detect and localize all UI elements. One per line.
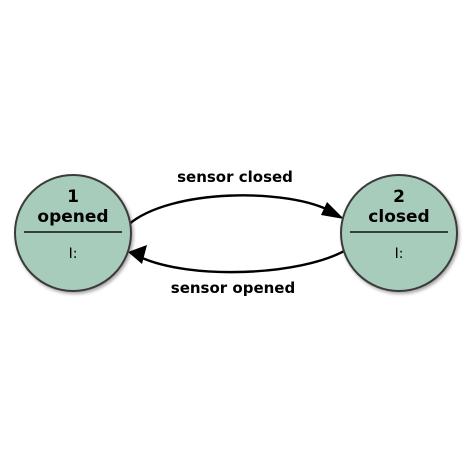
edge-label-sensor-closed: sensor closed	[177, 168, 293, 186]
state-number: 1	[67, 187, 79, 207]
edge-closed-to-opened	[139, 248, 347, 274]
state-action: I:	[395, 246, 404, 262]
state-number: 2	[393, 187, 405, 207]
state-name: closed	[368, 207, 429, 227]
arrowhead-to-opened	[128, 245, 147, 264]
state-name: opened	[37, 207, 108, 227]
state-node-opened: 1 opened I:	[14, 174, 132, 292]
state-circle-closed	[340, 174, 458, 292]
edge-opened-to-closed	[127, 194, 333, 226]
arrowhead-to-closed	[321, 202, 344, 219]
transition-opened-to-closed: sensor closed	[127, 168, 344, 226]
edge-label-sensor-opened: sensor opened	[171, 279, 295, 297]
state-action: I:	[69, 246, 78, 262]
state-node-closed: 2 closed I:	[340, 174, 458, 292]
transition-closed-to-opened: sensor opened	[128, 245, 347, 297]
state-circle-opened	[14, 174, 132, 292]
